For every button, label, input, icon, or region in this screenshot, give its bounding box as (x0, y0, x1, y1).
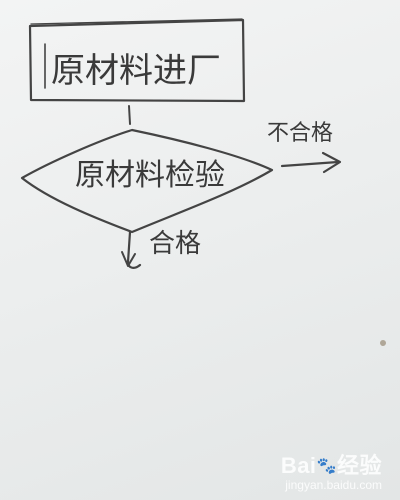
pass-arrowhead (121, 251, 136, 267)
start-box-top-stroke (30, 18, 243, 25)
ink-speck (380, 340, 386, 346)
decision-label: 原材料检验 (75, 158, 225, 193)
watermark-suffix: 经验 (336, 453, 382, 478)
connector-line (128, 105, 131, 125)
fail-branch: 不合格 (267, 121, 342, 174)
baidu-jingyan-watermark: Bai🐾du经验 jingyan.baidu.com (272, 448, 382, 492)
start-box-outline (28, 18, 246, 103)
pass-arrow-line (126, 230, 142, 269)
start-box: 原材料进厂 (28, 18, 246, 103)
watermark-url: jingyan.baidu.com (285, 478, 382, 492)
decision-diamond: 原材料检验 (20, 128, 274, 234)
pass-branch: 合格 (121, 229, 201, 269)
pass-label: 合格 (149, 229, 201, 259)
fail-arrowhead (321, 151, 342, 174)
fail-label: 不合格 (267, 121, 333, 146)
decision-outline (20, 128, 274, 234)
fail-arrow-line (280, 160, 340, 168)
start-box-label: 原材料进厂 (51, 51, 221, 91)
paw-icon: 🐾 (316, 458, 337, 475)
watermark-brand: Bai (280, 453, 317, 478)
